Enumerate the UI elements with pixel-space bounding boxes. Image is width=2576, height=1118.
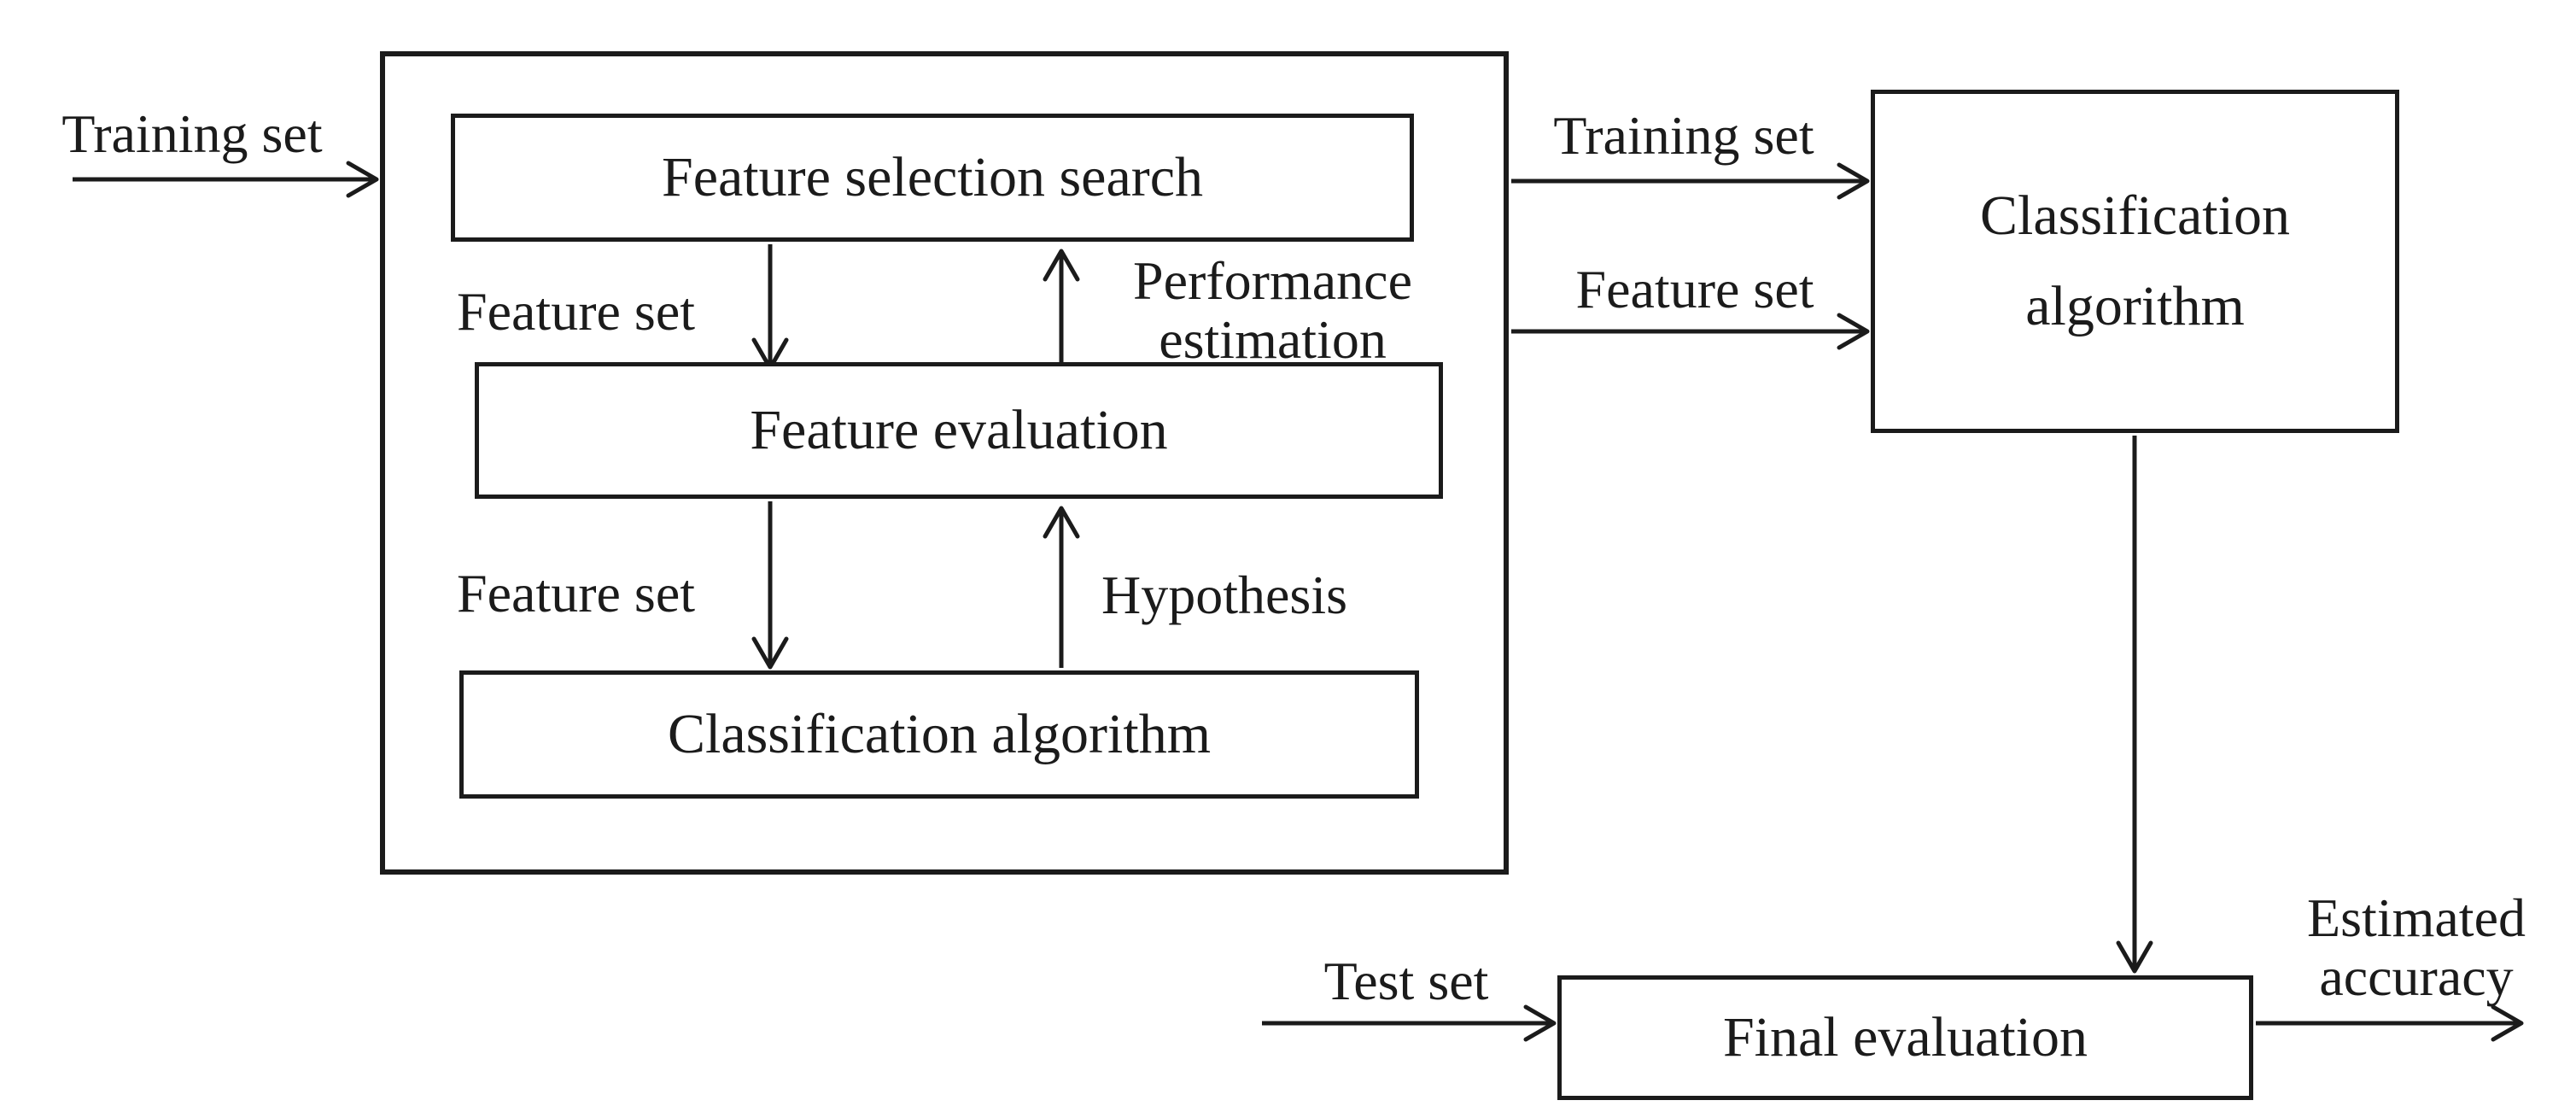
label-test-set: Test set bbox=[1323, 951, 1489, 1011]
label-hypothesis: Hypothesis bbox=[1101, 565, 1347, 625]
label-feature-set-2: Feature set bbox=[457, 563, 695, 623]
label-feature-set-1: Feature set bbox=[457, 281, 695, 342]
wrapper-box bbox=[380, 51, 1509, 875]
box-final-evaluation: Final evaluation bbox=[1557, 975, 2253, 1100]
box-feature-selection-search: Feature selection search bbox=[451, 114, 1414, 242]
label-performance-estimation: Performance estimation bbox=[1133, 250, 1412, 371]
box-classification-algorithm-inner-label: Classification algorithm bbox=[667, 703, 1212, 766]
box-classification-algorithm-right-label: Classification algorithm bbox=[1980, 184, 2290, 337]
box-feature-selection-search-label: Feature selection search bbox=[661, 146, 1204, 209]
label-feature-set-right: Feature set bbox=[1575, 259, 1814, 319]
box-final-evaluation-label: Final evaluation bbox=[1722, 1006, 2088, 1069]
label-training-set-right: Training set bbox=[1553, 105, 1814, 166]
box-classification-algorithm-inner: Classification algorithm bbox=[459, 670, 1419, 799]
box-classification-algorithm-right: Classification algorithm bbox=[1871, 90, 2399, 433]
label-training-set-input: Training set bbox=[61, 103, 323, 164]
box-feature-evaluation: Feature evaluation bbox=[475, 362, 1443, 499]
box-feature-evaluation-label: Feature evaluation bbox=[750, 399, 1168, 462]
label-estimated-accuracy: Estimated accuracy bbox=[2307, 887, 2526, 1008]
